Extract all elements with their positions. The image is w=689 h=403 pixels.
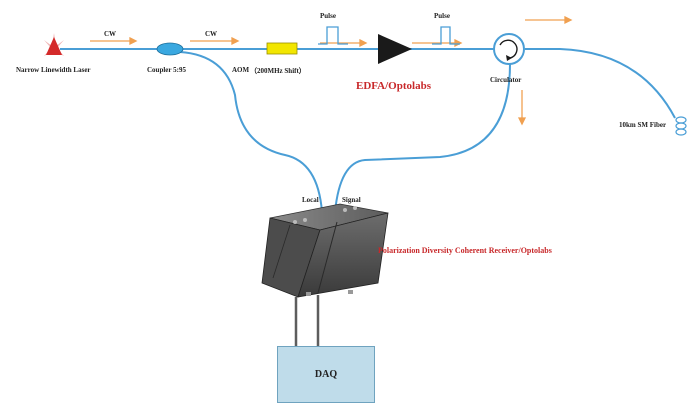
circulator-label: Circulator [490, 76, 522, 84]
pulse-shapes [318, 26, 460, 45]
daq-cables [294, 295, 320, 346]
aom-label: AOM [232, 66, 250, 74]
circulator-arrowhead-icon [506, 55, 512, 61]
fiber-spool-icon [675, 116, 687, 136]
circulator-icon [493, 33, 525, 65]
laser-label: Narrow Linewidth Laser [16, 66, 91, 74]
fiber-signal [334, 63, 511, 213]
fiber-label: 10km SM Fiber [619, 121, 667, 129]
pulse-label-1: Pulse [320, 12, 336, 20]
fiber-local [179, 51, 323, 213]
signal-port-label: Signal [342, 196, 361, 204]
laser-star-icon [44, 33, 64, 56]
edfa-label: EDFA/Optolabs [356, 80, 431, 92]
coherent-receiver [261, 203, 389, 298]
daq-box: DAQ [277, 346, 375, 403]
aom-shift-label: （200MHz Shift） [250, 67, 306, 75]
aom-icon [266, 42, 298, 55]
cw-label-1: CW [104, 30, 117, 38]
fiber-to-sm [525, 48, 676, 119]
receiver-label: Polarization Diversity Coherent Receiver… [378, 246, 552, 255]
edfa-icon [378, 34, 412, 64]
cw-label-2: CW [205, 30, 218, 38]
pulse-label-2: Pulse [434, 12, 450, 20]
circulator-arrow-icon [499, 39, 518, 59]
local-port-label: Local [302, 196, 319, 204]
laser-icon [46, 37, 62, 55]
coupler-label: Coupler 5:95 [147, 66, 186, 74]
coupler-icon [156, 42, 184, 56]
